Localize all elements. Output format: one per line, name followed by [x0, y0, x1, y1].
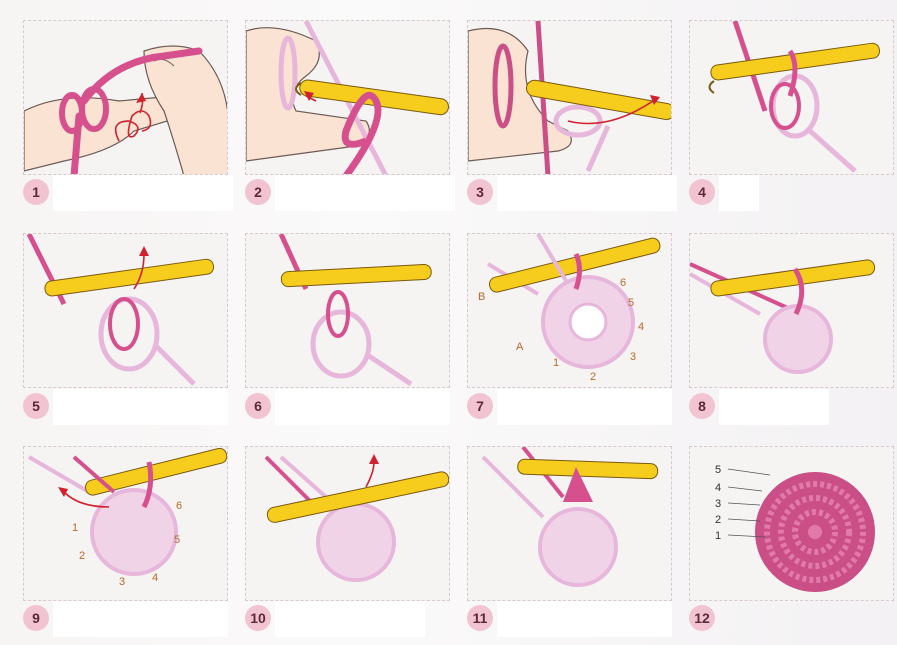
- step-number-badge: 12: [689, 605, 715, 631]
- caption-area: [275, 601, 425, 637]
- label-2: 2: [715, 514, 721, 526]
- step-5-illustration: [23, 233, 228, 388]
- label-3: 3: [119, 576, 125, 588]
- label-5: 5: [628, 297, 634, 309]
- step-1-illustration: [23, 20, 228, 175]
- step-12-illustration: 5 4 3 2 1: [689, 446, 894, 601]
- caption-area: [275, 175, 455, 211]
- step-number-badge: 4: [689, 179, 715, 205]
- caption-area: [497, 389, 672, 425]
- caption-area: [275, 389, 450, 425]
- caption-area: [497, 601, 672, 637]
- step-3-illustration: [467, 20, 672, 175]
- step-10-illustration: [245, 446, 450, 601]
- step-4-illustration: [689, 20, 894, 175]
- step-number-badge: 3: [467, 179, 493, 205]
- label-6: 6: [176, 500, 182, 512]
- label-3: 3: [630, 351, 636, 363]
- caption-area: [719, 175, 759, 211]
- label-1: 1: [553, 357, 559, 369]
- caption-area: [53, 389, 228, 425]
- step-number-badge: 1: [23, 179, 49, 205]
- label-1: 1: [72, 522, 78, 534]
- step-number-badge: 8: [689, 393, 715, 419]
- step-9-illustration: 1 2 3 4 5 6: [23, 446, 228, 601]
- label-4: 4: [638, 321, 644, 333]
- label-5: 5: [715, 464, 721, 476]
- step-2-illustration: [245, 20, 450, 175]
- label-a: A: [516, 341, 524, 353]
- label-4: 4: [715, 482, 721, 494]
- caption-area: [53, 601, 228, 637]
- step-8-illustration: [689, 233, 894, 388]
- step-number-badge: 10: [245, 605, 271, 631]
- label-6: 6: [620, 277, 626, 289]
- label-2: 2: [590, 371, 596, 383]
- label-b: B: [478, 291, 485, 303]
- step-number-badge: 2: [245, 179, 271, 205]
- label-4: 4: [152, 572, 158, 584]
- label-1: 1: [715, 530, 721, 542]
- step-number-badge: 5: [23, 393, 49, 419]
- caption-area: [719, 389, 829, 425]
- step-7-illustration: B A 1 2 3 4 5 6: [467, 233, 672, 388]
- step-11-illustration: [467, 446, 672, 601]
- step-number-badge: 11: [467, 605, 493, 631]
- step-number-badge: 7: [467, 393, 493, 419]
- caption-area: [497, 175, 677, 211]
- label-3: 3: [715, 498, 721, 510]
- step-6-illustration: [245, 233, 450, 388]
- label-2: 2: [79, 550, 85, 562]
- step-number-badge: 6: [245, 393, 271, 419]
- label-5: 5: [174, 534, 180, 546]
- step-number-badge: 9: [23, 605, 49, 631]
- caption-area: [53, 175, 233, 211]
